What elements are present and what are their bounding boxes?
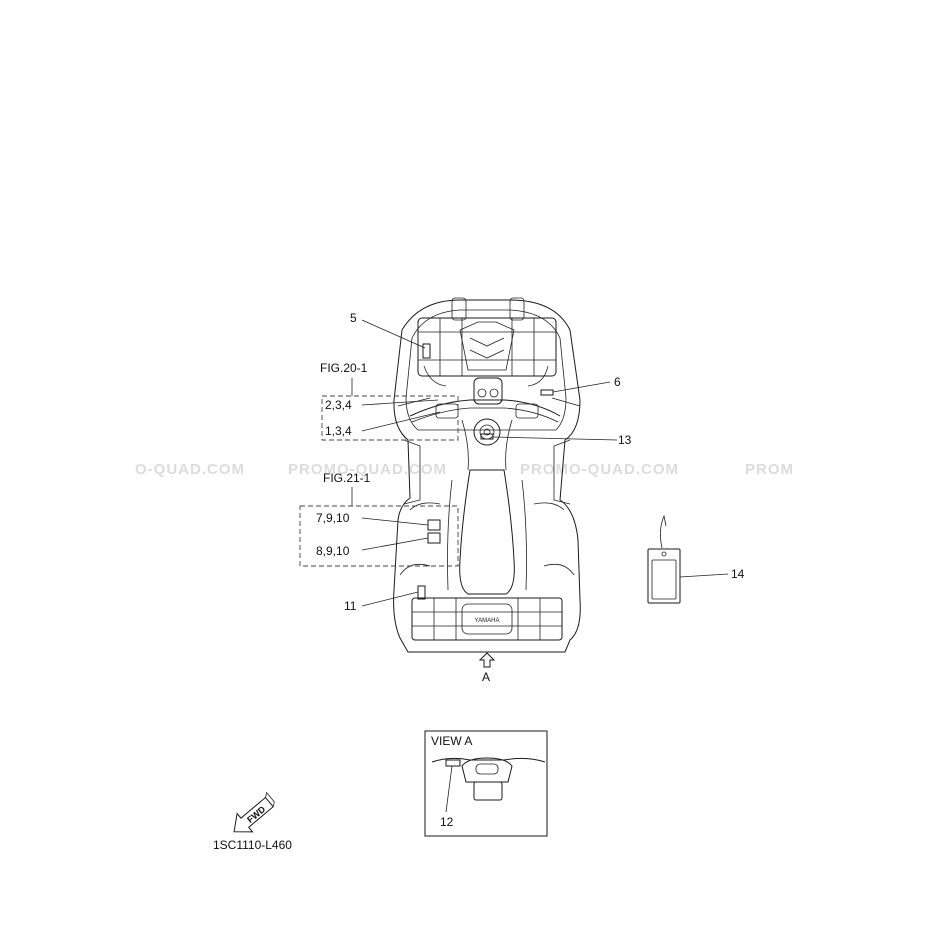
callout-11: 11: [344, 599, 357, 613]
watermark-fragment-center-right: PROMO-QUAD.COM: [520, 461, 679, 478]
label-marker-13: [480, 433, 494, 440]
view-a-title: VIEW A: [431, 734, 472, 748]
callout-7-9-10: 7,9,10: [316, 511, 350, 525]
callout-5: 5: [350, 311, 357, 325]
callout-14: 14: [731, 567, 745, 581]
label-marker-5: [422, 343, 431, 359]
fig-21-1-group-box: [299, 505, 459, 567]
callout-12: 12: [440, 815, 454, 829]
leader-lines: [361, 319, 729, 607]
atv-top-view-drawing: YAMAHA: [393, 297, 581, 653]
seat: [459, 469, 515, 595]
callout-8-9-10: 8,9,10: [316, 544, 350, 558]
label-marker-6: [540, 389, 554, 396]
view-a-inset: VIEW A 12: [424, 730, 548, 837]
fig-20-1-group-box: [321, 395, 459, 441]
watermark-fragment-right: PROM: [745, 461, 794, 478]
callout-6: 6: [614, 375, 621, 389]
view-a-frame: [424, 730, 548, 837]
fig-21-1-ref: FIG.21-1: [323, 471, 371, 485]
label-marker-12: [445, 759, 461, 767]
label-marker-11: [417, 585, 426, 600]
view-a-marker: A: [482, 670, 490, 684]
fig-20-1-ref: FIG.20-1: [320, 361, 368, 375]
drawing-code: 1SC1110-L460: [213, 838, 292, 852]
view-a-arrow-icon: [478, 652, 496, 668]
callout-2-3-4: 2,3,4: [325, 398, 352, 412]
rear-rack: YAMAHA: [411, 597, 563, 641]
forward-arrow-icon: FWD: [233, 791, 275, 833]
rear-brand-mark: YAMAHA: [475, 618, 500, 624]
hang-tag-14: [647, 514, 681, 604]
watermark-fragment-center-left: PROMO-QUAD.COM: [288, 461, 447, 478]
label-marker-7-9-10: [427, 519, 441, 531]
watermark-fragment-left: O-QUAD.COM: [135, 461, 245, 478]
watermark: O-QUAD.COM PROMO-QUAD.COM PROMO-QUAD.COM…: [135, 461, 794, 478]
handlebar: [397, 377, 581, 423]
label-marker-8-9-10: [427, 532, 441, 544]
callout-1-3-4: 1,3,4: [325, 424, 352, 438]
callout-13: 13: [618, 433, 632, 447]
front-fender-outline: [393, 299, 581, 653]
front-rack: [417, 297, 557, 387]
